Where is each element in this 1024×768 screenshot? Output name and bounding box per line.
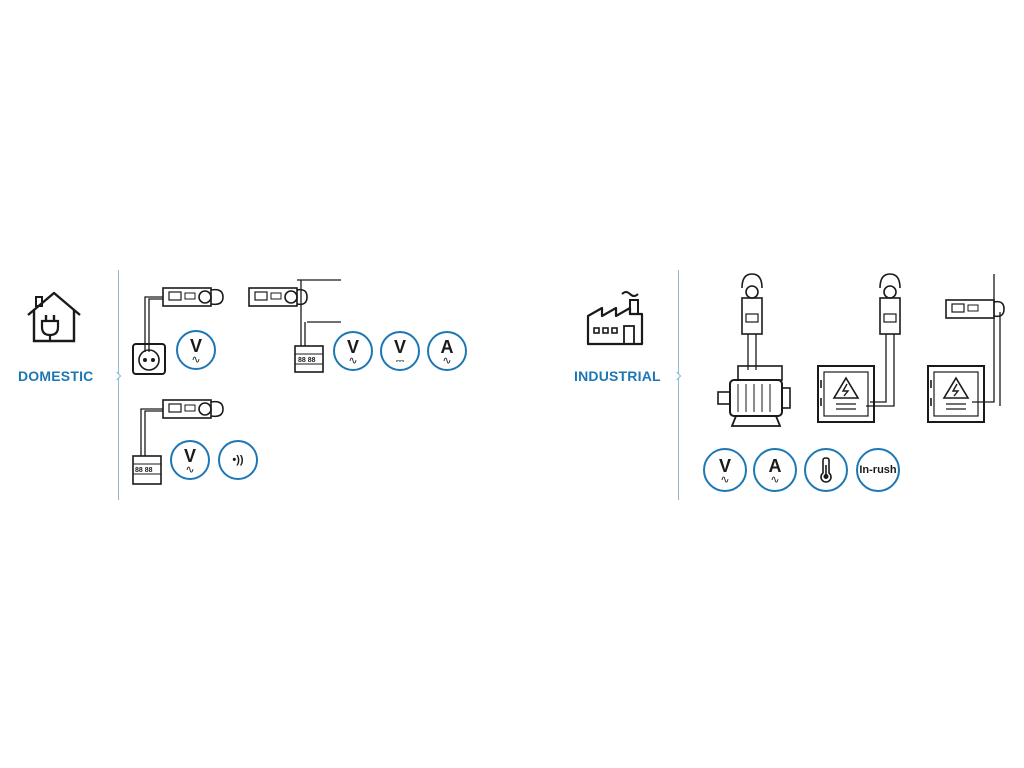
industrial-label: INDUSTRIAL xyxy=(574,368,661,384)
badge-ac-voltage-breaker: V ∿ xyxy=(170,440,210,480)
clamp-meter-breaker-diagram: 88 88 xyxy=(132,399,224,485)
thermometer-icon xyxy=(820,457,832,483)
clamp-meter-distribution-diagram: 88 88 xyxy=(248,279,341,373)
svg-text:88 88: 88 88 xyxy=(298,357,316,364)
industrial-divider xyxy=(678,270,679,500)
badge-ac-voltage-distribution: V ∿ xyxy=(333,331,373,371)
domestic-label: DOMESTIC xyxy=(18,368,94,384)
badge-ac-voltage-socket: V ∿ xyxy=(176,330,216,370)
clamp-meter-panel-diagram xyxy=(817,273,901,423)
badge-ac-current-industrial: A ∿ xyxy=(753,448,797,492)
svg-text:88 88: 88 88 xyxy=(135,467,153,474)
badge-temperature-industrial xyxy=(804,448,848,492)
badge-ac-current-distribution: A ∿ xyxy=(427,331,467,371)
badge-low-voltage-industrial: V ∿ xyxy=(703,448,747,492)
domestic-divider xyxy=(118,270,119,500)
clamp-meter-socket-diagram xyxy=(132,287,224,375)
continuity-icon: •)) xyxy=(232,454,244,466)
industrial-divider-chevron xyxy=(672,371,682,381)
badge-continuity-breaker: •)) xyxy=(218,440,258,480)
clamp-meter-panel-horizontal-diagram xyxy=(927,274,1005,423)
domestic-divider-chevron xyxy=(112,371,122,381)
house-plug-icon xyxy=(27,291,81,343)
factory-icon xyxy=(586,291,644,346)
badge-dc-voltage-distribution: V ⎓ xyxy=(380,331,420,371)
badge-inrush-industrial: In-rush xyxy=(856,448,900,492)
clamp-meter-motor-diagram xyxy=(717,273,791,427)
